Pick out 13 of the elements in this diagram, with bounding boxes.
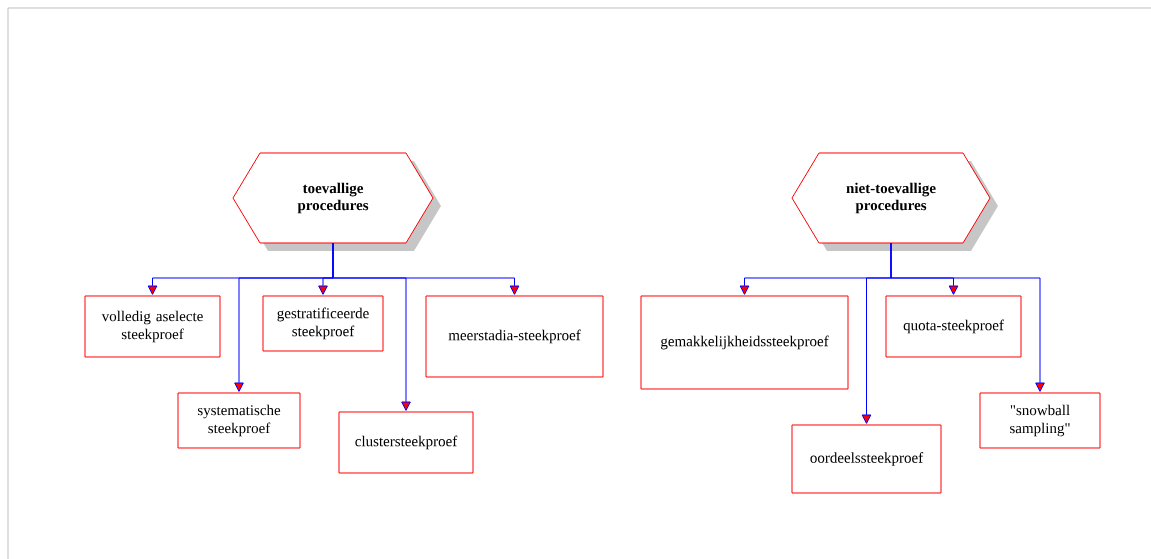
process-box: gemakkelijkheidssteekproef [640,295,849,390]
process-box: quota-steekproef [885,295,1022,358]
hexagon: toevallige procedures [232,152,441,251]
process-box: clustersteekproef [338,411,474,474]
arrow [332,242,520,295]
process-box: gestratificeerde steekproef [262,295,384,352]
process-box: meerstadia-steekproef [425,295,604,378]
process-box: oordeelssteekproef [791,424,942,494]
process-box: "snowball sampling" [979,392,1101,449]
process-box: volledig aselecte steekproef [84,295,221,358]
hexagon: niet-toevallige procedures [791,152,998,251]
process-box: systematische steekproef [177,392,301,449]
arrow [890,242,1045,392]
